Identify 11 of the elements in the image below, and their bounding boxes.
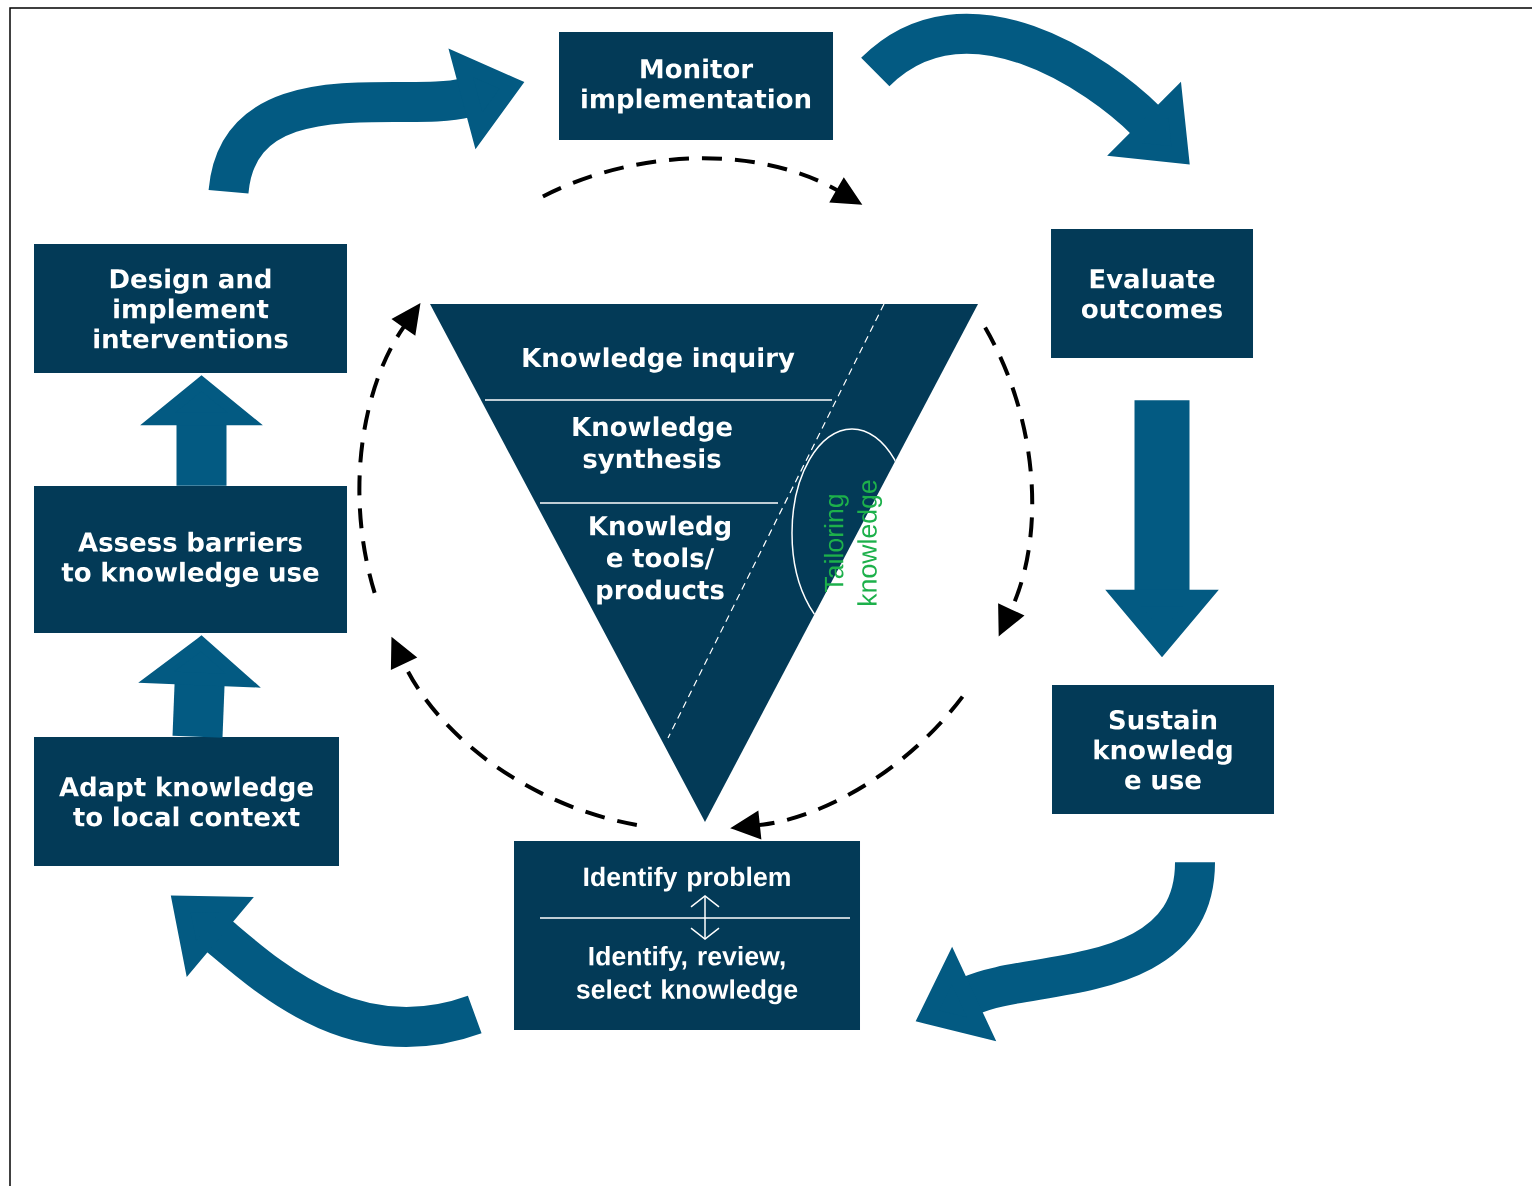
process-box: Adapt knowledge to local context bbox=[34, 737, 339, 866]
process-box: Evaluate outcomes bbox=[1051, 229, 1253, 358]
stage-label: Knowledge synthesis bbox=[573, 416, 732, 474]
process-box: Monitor implementation bbox=[559, 32, 833, 140]
stage-label: Knowledge inquiry bbox=[523, 347, 795, 373]
stage-label: Knowledg e tools/ products bbox=[590, 515, 730, 605]
process-box: Assess barriers to knowledge use bbox=[34, 486, 347, 633]
process-box: Identify problem Identify, review, select knowledge bbox=[514, 841, 860, 1030]
funnel-triangle bbox=[430, 304, 978, 822]
process-box: Sustain knowledg e use bbox=[1052, 685, 1274, 814]
process-box: Design and implement interventions bbox=[34, 244, 347, 373]
